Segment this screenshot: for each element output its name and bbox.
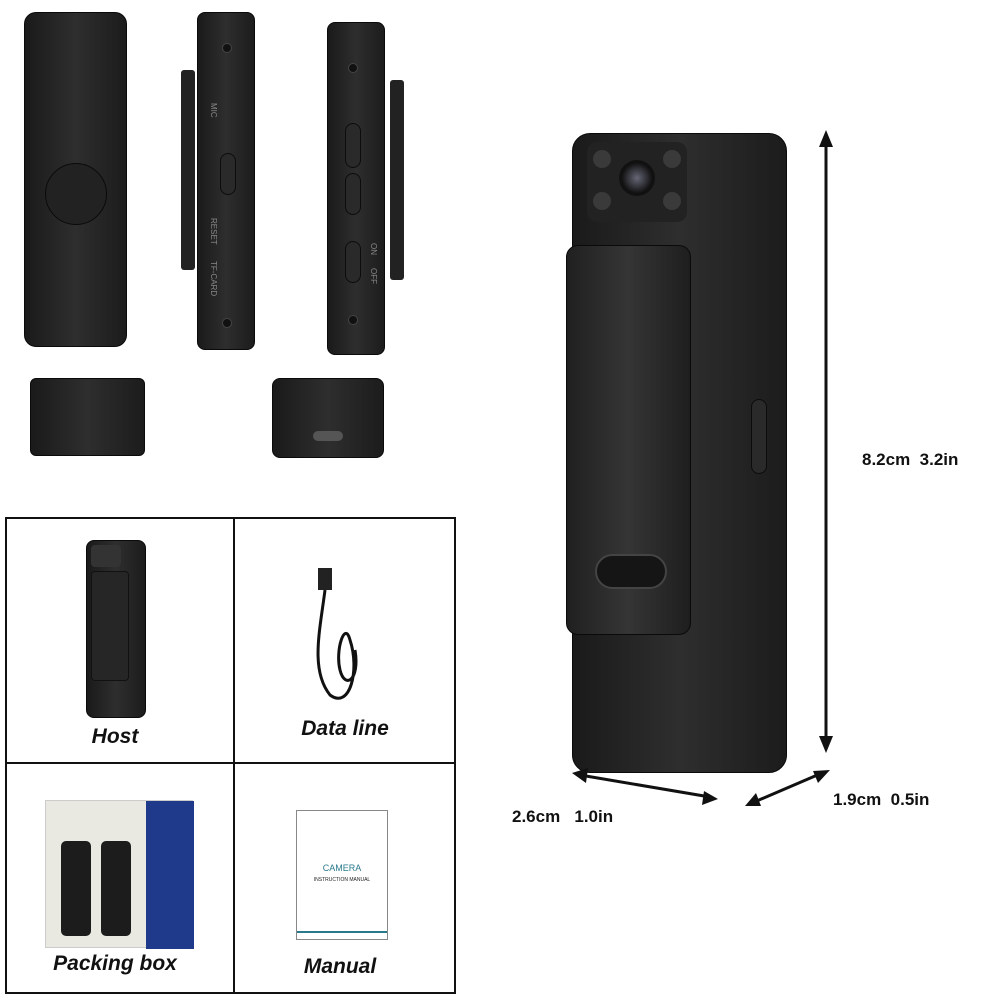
camera-top-view — [30, 378, 145, 456]
camera-back-view — [24, 12, 127, 347]
usb-port — [313, 431, 343, 441]
back-round-button — [45, 163, 107, 225]
manual-label: Manual — [303, 955, 377, 978]
dimension-arrows — [572, 130, 833, 806]
manual-title: CAMERA — [322, 863, 362, 873]
off-label: OFF — [369, 268, 378, 284]
manual-subtitle: INSTRUCTION MANUAL — [313, 877, 371, 883]
belt-clip — [566, 245, 691, 635]
height-dimension: 8.2cm 3.2in — [862, 450, 959, 469]
host-image — [86, 540, 146, 718]
data-line-label: Data line — [301, 717, 389, 740]
camera-bottom-view — [272, 378, 384, 458]
package-contents-grid — [5, 517, 456, 994]
manual-image: CAMERA INSTRUCTION MANUAL — [296, 810, 388, 940]
host-label: Host — [91, 725, 139, 748]
camera-right-side-view: ON OFF — [327, 22, 385, 355]
camera-left-side-view: MIC RESET TF-CARD — [197, 12, 255, 350]
width-dimension: 2.6cm 1.0in — [512, 807, 614, 826]
reset-label: RESET — [209, 218, 218, 245]
packing-box-image — [45, 800, 194, 949]
data-cable-image — [316, 568, 358, 700]
tf-card-label: TF-CARD — [209, 261, 218, 297]
depth-dimension: 1.9cm 0.5in — [833, 790, 930, 809]
camera-lens-module — [587, 142, 687, 222]
on-label: ON — [369, 243, 378, 255]
mic-label: MIC — [209, 103, 218, 118]
packing-box-label: Packing box — [53, 952, 177, 975]
